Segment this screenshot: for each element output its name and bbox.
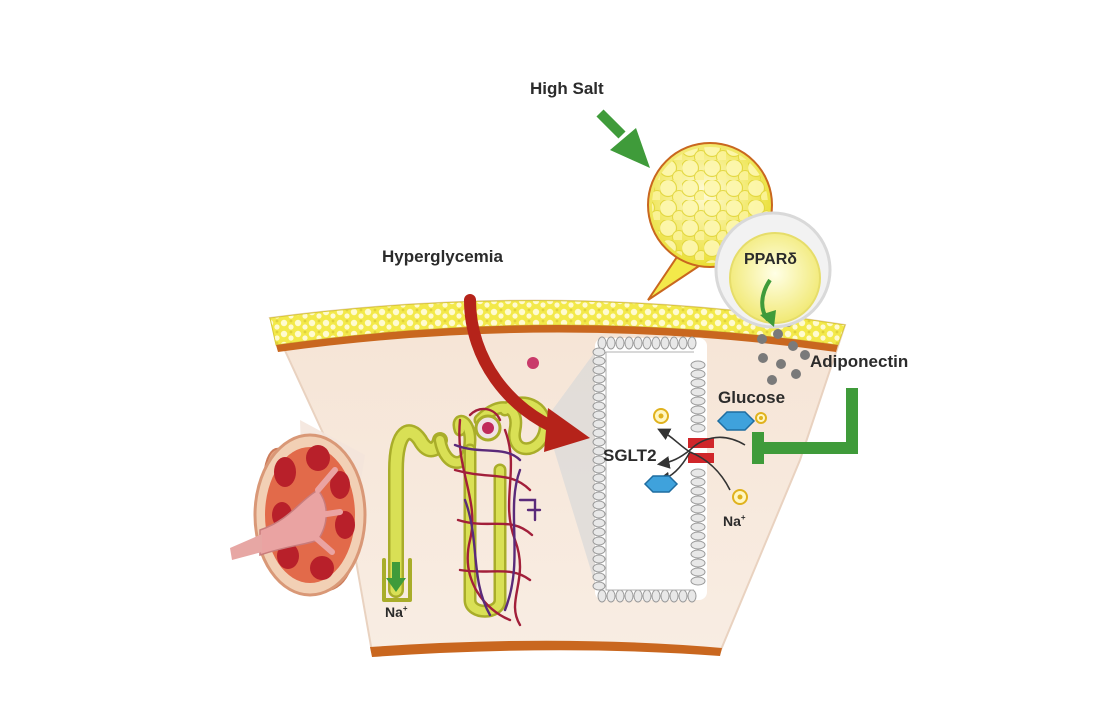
cell-membrane: [592, 336, 706, 603]
adiponectin-inhibition: [752, 388, 858, 464]
peritubular-capillaries: [453, 407, 542, 627]
hyperglycemia-label: Hyperglycemia: [382, 247, 503, 266]
sglt2-label: SGLT2: [603, 446, 657, 465]
adiponectin-label: Adiponectin: [810, 352, 908, 371]
sodium-ions: [653, 408, 767, 505]
glucose-label: Glucose: [718, 388, 785, 407]
tubule-na-label: Na+: [385, 604, 408, 620]
zoom-cone: [545, 345, 600, 600]
glucose-molecule-outside: [716, 411, 756, 431]
ppar-delta-bubble: [714, 211, 832, 329]
ppar-delta-label: PPARδ: [744, 251, 797, 268]
hyperglycemia-arrow: [464, 294, 590, 452]
glucose-molecule-inside: [643, 475, 679, 493]
tubule-cell: [592, 336, 707, 603]
high-salt-arrow: [596, 109, 650, 168]
high-salt-label: High Salt: [530, 79, 604, 98]
glomerulus: [474, 414, 502, 442]
tubule-sodium-arrow: [386, 562, 406, 592]
kidney-illustration: [230, 420, 367, 597]
cell-na-label: Na+: [723, 513, 746, 529]
tissue-ion: [527, 357, 539, 369]
